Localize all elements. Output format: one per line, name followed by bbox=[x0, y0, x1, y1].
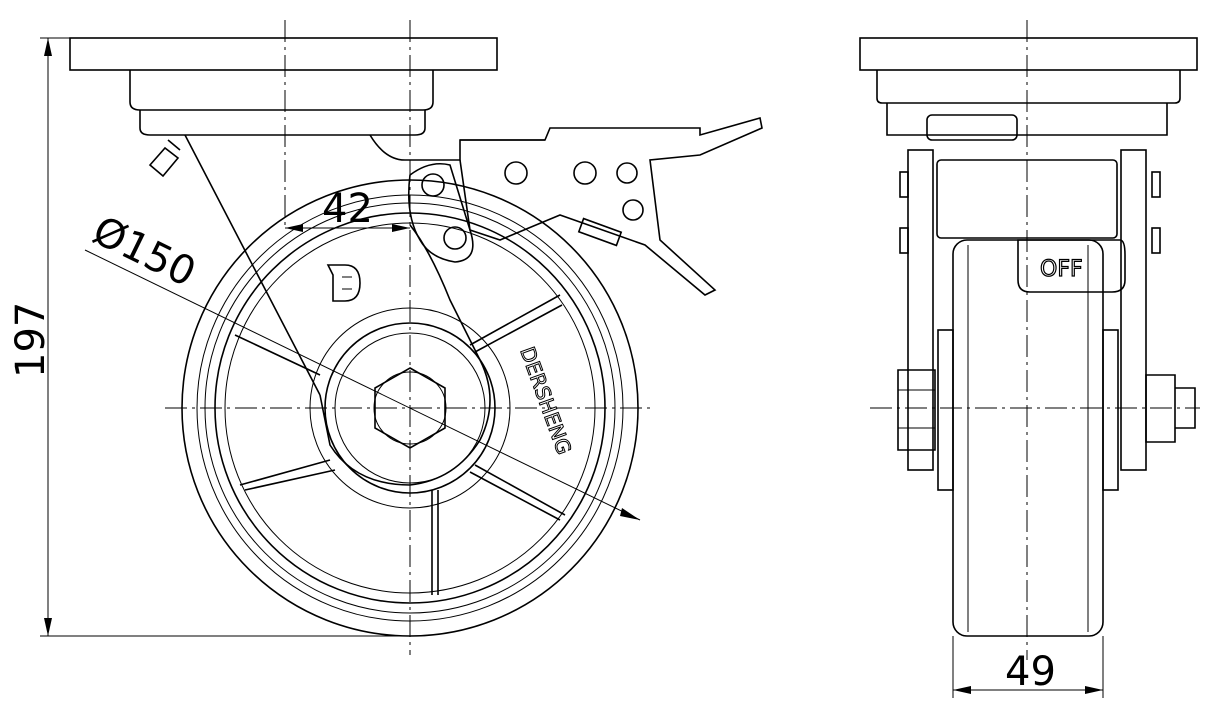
front-wheel bbox=[952, 239, 1104, 637]
diameter-arrow bbox=[620, 508, 640, 520]
fork-leg bbox=[319, 224, 491, 486]
wheel-hub-outer bbox=[309, 307, 511, 509]
swivel-base bbox=[139, 110, 426, 136]
hub-left bbox=[937, 329, 954, 491]
side-view: DERSHENG Ø150 42 197 bbox=[8, 20, 763, 655]
hub-right bbox=[1102, 329, 1119, 491]
axle-nut-front bbox=[1145, 374, 1176, 443]
swivel-race bbox=[129, 70, 434, 111]
wheel-rim bbox=[214, 212, 606, 604]
brake-hinge-plate bbox=[407, 162, 474, 263]
axle-nut bbox=[374, 367, 446, 449]
offset-label: 42 bbox=[322, 186, 373, 232]
top-plate bbox=[69, 37, 498, 71]
brake-state-label: OFF bbox=[1040, 257, 1083, 282]
diameter-label: Ø150 bbox=[86, 208, 203, 297]
brake-pad bbox=[577, 217, 623, 247]
width-label: 49 bbox=[1005, 649, 1056, 695]
wheel-spokes bbox=[234, 294, 566, 595]
front-view: OFF 49 bbox=[859, 20, 1200, 698]
grease-nipple bbox=[148, 139, 181, 178]
front-swivel-race bbox=[876, 70, 1181, 104]
brake-pedal-top bbox=[926, 114, 1018, 141]
wheel-tread-inner bbox=[196, 194, 624, 622]
front-top-plate bbox=[859, 37, 1198, 71]
brand-text: DERSHENG bbox=[515, 344, 576, 458]
brake-lever bbox=[459, 116, 763, 296]
brake-housing bbox=[936, 159, 1118, 239]
axle-bolt-head bbox=[897, 369, 936, 451]
fork-leg-left bbox=[907, 149, 934, 471]
rivets bbox=[421, 161, 644, 250]
wheel-hub bbox=[324, 322, 496, 494]
brand-logo-icon bbox=[326, 264, 361, 302]
side-bolts bbox=[899, 171, 1161, 254]
diameter-leader bbox=[84, 249, 641, 521]
axle-thread bbox=[1175, 387, 1196, 429]
height-label: 197 bbox=[8, 302, 54, 378]
fork-left-edge bbox=[184, 134, 545, 396]
fork-leg-right bbox=[1120, 149, 1147, 471]
brake-tab bbox=[1017, 239, 1126, 293]
